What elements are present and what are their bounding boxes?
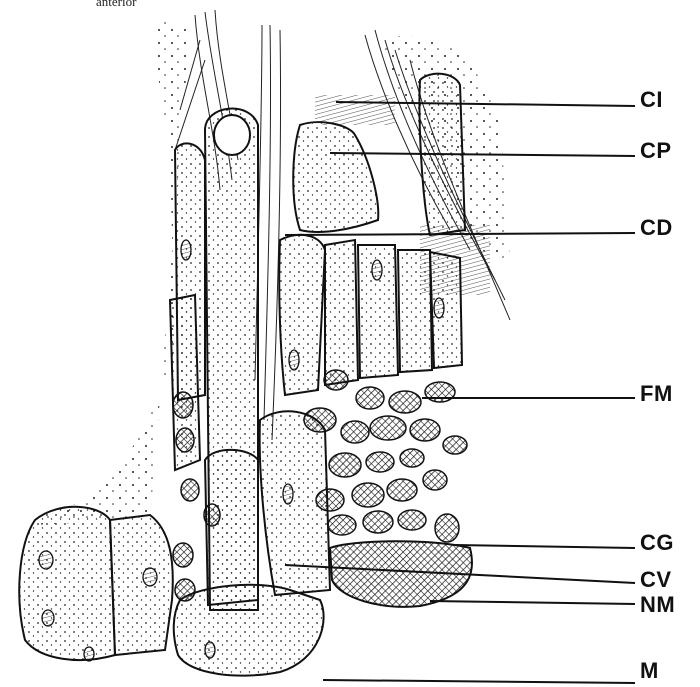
label-cp: CP	[640, 140, 672, 162]
label-cg: CG	[640, 532, 674, 554]
cilia-tuft	[315, 95, 395, 125]
cell-vacuole	[214, 115, 250, 155]
label-ci: CI	[640, 89, 663, 111]
label-m: M	[640, 660, 659, 682]
leader-line-m	[323, 680, 635, 683]
leader-line-cd	[285, 233, 635, 235]
label-nm: NM	[640, 594, 675, 616]
leader-line-cg	[455, 545, 635, 548]
label-fm: FM	[640, 383, 673, 405]
label-cd: CD	[640, 217, 673, 239]
leader-line-nm	[430, 601, 635, 604]
label-cv: CV	[640, 569, 672, 591]
